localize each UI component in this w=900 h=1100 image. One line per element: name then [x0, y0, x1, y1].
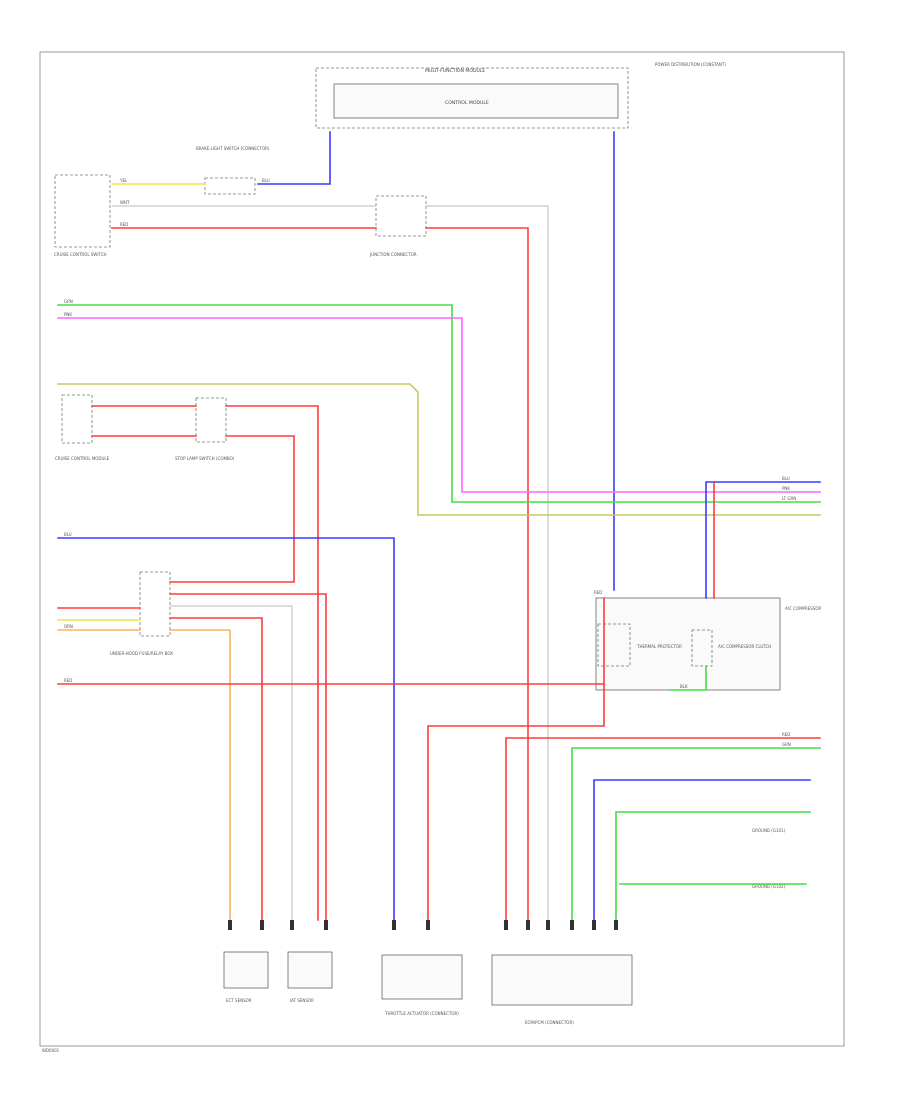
ect-sensor-label: ECT SENSOR — [226, 998, 252, 1003]
wire-olive — [57, 383, 821, 516]
cruise-switch-label: CRUISE CONTROL SWITCH — [54, 252, 107, 257]
ect-sensor-box — [223, 951, 269, 989]
cruise-module-box — [61, 394, 93, 444]
code-orange-1: ORN — [64, 624, 73, 629]
throttle-actuator-box — [381, 954, 463, 1000]
code-white-1: WHT — [120, 200, 130, 205]
cruise-module-label: CRUISE CONTROL MODULE — [55, 456, 110, 461]
ac-compressor-label: A/C COMPRESSOR — [785, 606, 821, 611]
top-module-box — [315, 67, 629, 129]
code-blk-1: BLK — [680, 684, 688, 689]
ac-clutch-label: A/C COMPRESSOR CLUTCH — [718, 644, 771, 649]
ecm-connector-box — [491, 954, 633, 1006]
brake-switch-connector — [204, 177, 256, 195]
code-pink-2: PNK — [782, 486, 790, 491]
ac-clutch-box — [691, 629, 713, 667]
thermal-protector-label: THERMAL PROTECTOR — [636, 644, 682, 649]
wire-gray-relay — [170, 605, 293, 920]
wire-orange-relay — [169, 629, 231, 921]
bottom-connector-pins — [228, 920, 618, 930]
code-red-2: RED — [64, 678, 72, 683]
brake-switch-label: BRAKE LIGHT SWITCH (CONNECTOR) — [196, 146, 270, 151]
thermal-protector-box — [597, 623, 631, 667]
wire-red-down — [425, 227, 529, 921]
top-right-note: POWER DISTRIBUTION (CONSTANT) — [655, 62, 726, 67]
wire-green-right-ecm — [571, 747, 821, 921]
wire-red-ecm — [427, 683, 605, 921]
wire-blue-right-ecm — [593, 779, 811, 921]
code-grn-2: GRN — [782, 742, 791, 747]
top-module-label: MULTI-FUNCTION MODULE — [425, 68, 485, 74]
junction-connector-label: JUNCTION CONNECTOR — [369, 252, 417, 257]
footer-code: WD0001 — [42, 1048, 60, 1053]
junction-connector-box — [375, 195, 427, 237]
wire-magenta-long — [57, 317, 821, 493]
wire-green-compressor-bottom — [669, 665, 707, 691]
throttle-actuator-label: THROTTLE ACTUATOR (CONNECTOR) — [384, 1011, 459, 1016]
wire-red-stop-3 — [225, 405, 319, 921]
code-yellow-1: YEL — [119, 178, 128, 183]
wire-blue-throttle — [57, 537, 395, 921]
code-blue-3: BLU — [782, 476, 790, 481]
code-pink-1: PNK — [64, 312, 72, 317]
ground-label-1: GROUND (G101) — [752, 828, 786, 833]
relay-block-label: UNDER-HOOD FUSE/RELAY BOX — [110, 651, 173, 656]
code-blue-1: BLU — [262, 178, 270, 183]
iat-sensor-label: IAT SENSOR — [290, 998, 314, 1003]
code-red-1: RED — [120, 222, 128, 227]
ecm-connector-label: ECM/PCM (CONNECTOR) — [525, 1020, 574, 1025]
wire-red-bottom-left — [57, 597, 605, 685]
ac-compressor-box — [595, 597, 781, 691]
iat-sensor-box — [287, 951, 333, 989]
code-blue-2: BLU — [64, 532, 72, 537]
stop-lamp-switch-label: STOP LAMP SWITCH (COMBO) — [175, 456, 235, 461]
relay-block-box — [139, 571, 171, 637]
cruise-switch-box — [54, 174, 111, 248]
wire-red-stop-4 — [169, 435, 295, 583]
diagram-frame — [39, 51, 845, 1047]
wire-red-right-ecm — [505, 737, 821, 921]
code-red-4: RED — [782, 732, 790, 737]
wire-red-relay-1 — [169, 593, 327, 921]
control-module-box — [333, 83, 619, 119]
control-module-label: CONTROL MODULE — [445, 100, 489, 106]
wire-green-long — [57, 304, 821, 503]
wire-green-right-ecm-2 — [615, 811, 811, 921]
ground-label-2: GROUND (G102) — [752, 884, 786, 889]
code-ltgrn-1: LT GRN — [782, 496, 796, 501]
wire-blue-right-2 — [705, 481, 821, 599]
code-green-1: GRN — [64, 299, 73, 304]
wire-red-relay-2 — [169, 617, 263, 921]
code-red-3: RED — [594, 590, 602, 595]
wire-blue-top — [257, 131, 331, 185]
stop-lamp-switch-box — [195, 397, 227, 443]
wire-gray-2 — [426, 205, 549, 920]
